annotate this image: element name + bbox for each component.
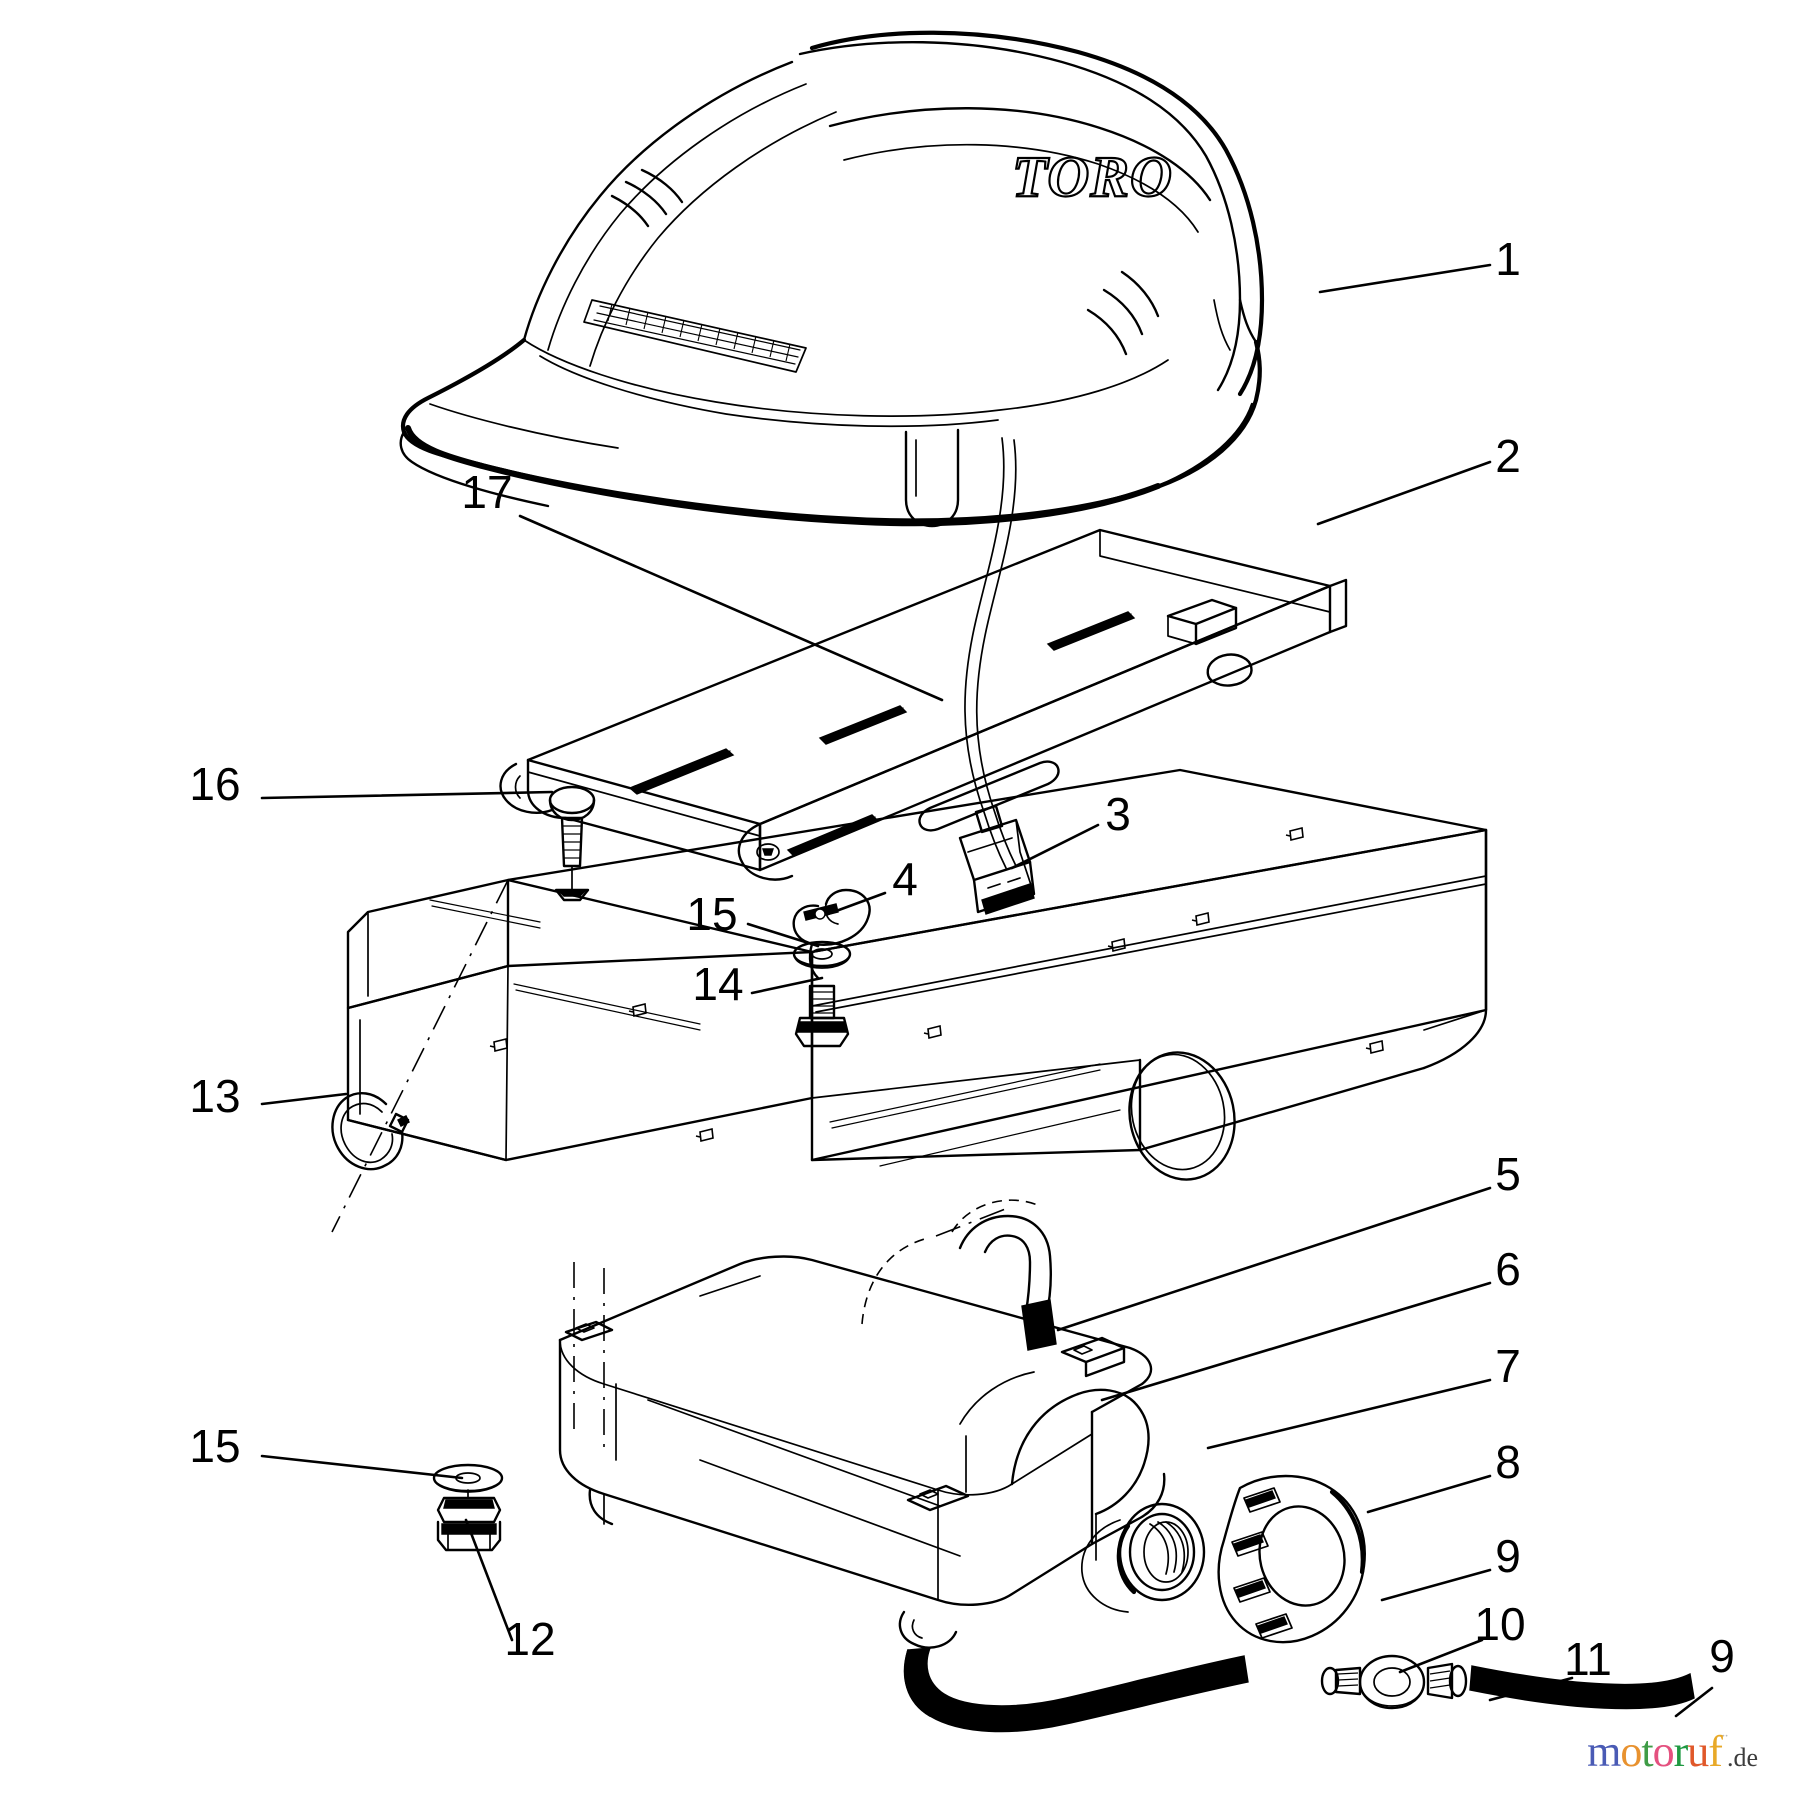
cable-clamp bbox=[792, 888, 871, 980]
callout-number-seat-pan-screw: 16 bbox=[189, 758, 240, 810]
callout-number-flat-washer-lower: 15 bbox=[189, 1420, 240, 1472]
callout-number-hex-bolt: 14 bbox=[692, 958, 743, 1010]
leader-1 bbox=[1318, 263, 1492, 294]
callout-number-fuel-line-hose-end: 9 bbox=[1709, 1630, 1735, 1682]
leader-6 bbox=[1100, 1281, 1492, 1402]
callout-number-seat-cushion: 1 bbox=[1495, 233, 1521, 285]
leader-9 bbox=[1380, 1568, 1492, 1602]
seat-vent-grille bbox=[583, 299, 807, 373]
watermark-letter: t bbox=[1641, 1727, 1653, 1776]
retaining-ring bbox=[331, 1092, 410, 1171]
watermark-letter: f bbox=[1708, 1727, 1723, 1776]
leader-4 bbox=[826, 891, 887, 916]
callout-number-wire-harness-connector: 3 bbox=[1105, 788, 1131, 840]
watermark-letter: m bbox=[1587, 1727, 1621, 1776]
watermark-letter: o bbox=[1652, 1727, 1675, 1776]
callout-number-hose-clip: 11 bbox=[1564, 1633, 1612, 1685]
wire-harness-connector bbox=[958, 804, 1036, 915]
leader-15b bbox=[260, 1454, 464, 1480]
leader-7 bbox=[1206, 1378, 1492, 1450]
panel-hole-marks bbox=[489, 827, 1384, 1142]
watermark-accent-dot: ¨ bbox=[1721, 1730, 1728, 1750]
seat-pan-screw bbox=[548, 785, 596, 902]
watermark-tld: .de bbox=[1726, 1743, 1758, 1772]
callout-number-fuel-tank-strap: 6 bbox=[1495, 1243, 1521, 1295]
fuel-cap bbox=[1217, 1474, 1366, 1644]
watermark-letter: o bbox=[1620, 1727, 1642, 1776]
leader-14 bbox=[750, 976, 824, 995]
callout-number-retaining-ring: 13 bbox=[189, 1070, 240, 1122]
leader-5 bbox=[1056, 1186, 1492, 1332]
leader-9b bbox=[1674, 1686, 1714, 1718]
seat-pan-slots bbox=[628, 611, 1136, 857]
leader-2 bbox=[1316, 460, 1492, 526]
leader-16 bbox=[260, 790, 554, 800]
callout-number-seat-pan-bracket: 17 bbox=[461, 466, 512, 518]
leader-8 bbox=[1366, 1474, 1492, 1514]
toro-logo: TORO bbox=[1012, 144, 1173, 209]
flat-washer-lower bbox=[432, 1463, 504, 1493]
callout-number-seat-pan: 2 bbox=[1495, 430, 1521, 482]
callout-number-fuel-tank: 7 bbox=[1495, 1340, 1521, 1392]
fuel-line-hose-end bbox=[1469, 1665, 1695, 1710]
watermark-letter: r bbox=[1673, 1727, 1689, 1776]
callout-leaders bbox=[260, 263, 1714, 1718]
leader-17 bbox=[518, 514, 944, 702]
leader-10 bbox=[1398, 1638, 1484, 1674]
hose-grommet bbox=[1320, 1654, 1426, 1710]
hose-clip bbox=[1426, 1662, 1468, 1700]
seat-pan bbox=[499, 528, 1348, 881]
fuel-line-hose bbox=[903, 1647, 1249, 1733]
callout-number-nut: 12 bbox=[504, 1613, 555, 1665]
leader-15 bbox=[746, 922, 820, 948]
hex-bolt bbox=[794, 984, 850, 1048]
assembly-phantom-lines bbox=[331, 879, 1041, 1456]
callout-number-fuel-hose-clamp: 5 bbox=[1495, 1148, 1521, 1200]
leader-11 bbox=[1488, 1676, 1574, 1702]
callout-number-hose-grommet: 10 bbox=[1474, 1598, 1525, 1650]
fender-body-panel bbox=[346, 768, 1488, 1181]
callout-number-cable-clamp: 4 bbox=[892, 853, 918, 905]
watermark-letter: u bbox=[1687, 1727, 1709, 1776]
fuel-tank bbox=[558, 1255, 1166, 1649]
seat-cushion: TORO bbox=[399, 30, 1265, 528]
fuel-vent-hose bbox=[958, 1214, 1057, 1351]
motoruf-watermark: motoruf¨.de bbox=[1587, 1726, 1758, 1777]
callout-number-flat-washer-upper: 15 bbox=[686, 888, 737, 940]
callout-number-fuel-cap: 8 bbox=[1495, 1436, 1521, 1488]
leader-12 bbox=[464, 1518, 514, 1642]
fuel-tank-filler-neck bbox=[1081, 1502, 1206, 1613]
nut bbox=[436, 1489, 502, 1552]
leader-3 bbox=[1010, 823, 1100, 870]
callout-number-fuel-line-hose: 9 bbox=[1495, 1530, 1521, 1582]
leader-13 bbox=[260, 1092, 348, 1106]
